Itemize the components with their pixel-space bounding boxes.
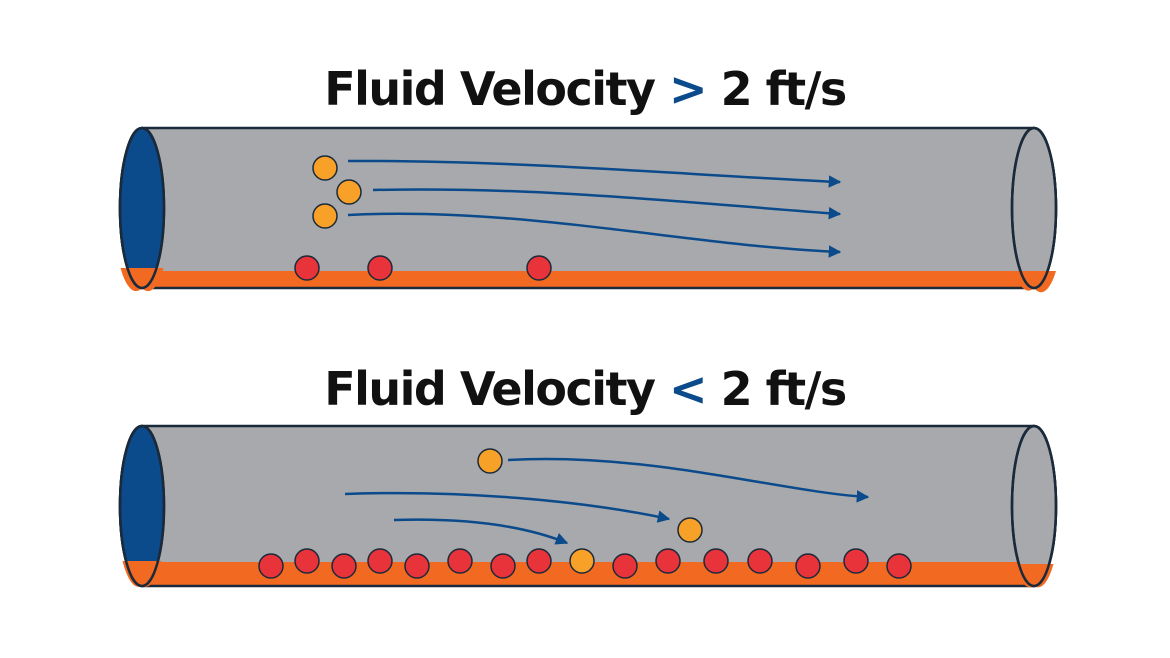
- heavy-particle: [612, 553, 638, 579]
- heavy-particle: [294, 548, 320, 574]
- title-high-velocity: Fluid Velocity > 2 ft/s: [0, 62, 1170, 116]
- light-particle: [677, 517, 703, 543]
- flow-arrow: [393, 518, 569, 545]
- heavy-particle: [886, 553, 912, 579]
- sediment-layer: [120, 271, 1056, 288]
- pipe-high-velocity: [118, 126, 1058, 293]
- light-particle: [477, 448, 503, 474]
- light-particle: [312, 155, 338, 181]
- heavy-particle: [843, 548, 869, 574]
- heavy-particle: [404, 553, 430, 579]
- flow-arrow: [507, 457, 870, 503]
- pipe-low-velocity: [118, 424, 1058, 588]
- heavy-particle: [258, 553, 284, 579]
- heavy-particle: [703, 548, 729, 574]
- pipe-left-end: [118, 126, 166, 292]
- pipe-body: [120, 128, 1056, 288]
- heavy-particle: [367, 255, 393, 281]
- heavy-particle: [747, 548, 773, 574]
- title-low-velocity: Fluid Velocity < 2 ft/s: [0, 362, 1170, 416]
- light-particle: [312, 203, 338, 229]
- pipe-right-end: [1010, 424, 1058, 588]
- less-than-symbol: <: [669, 362, 708, 416]
- heavy-particle: [795, 553, 821, 579]
- heavy-particle: [331, 553, 357, 579]
- heavy-particle: [294, 255, 320, 281]
- greater-than-symbol: >: [669, 62, 708, 116]
- light-particle: [569, 548, 595, 574]
- pipe-right-end: [1010, 126, 1058, 293]
- flow-arrow: [372, 188, 842, 220]
- title-prefix: Fluid Velocity: [324, 62, 656, 116]
- heavy-particle: [490, 553, 516, 579]
- heavy-particle: [367, 548, 393, 574]
- title-suffix: 2 ft/s: [720, 62, 848, 116]
- flow-arrow: [347, 159, 842, 188]
- light-particle: [336, 179, 362, 205]
- heavy-particle: [655, 548, 681, 574]
- flow-arrow: [347, 212, 842, 258]
- pipe-left-end: [118, 424, 166, 588]
- title-prefix: Fluid Velocity: [324, 362, 656, 416]
- title-suffix: 2 ft/s: [720, 362, 848, 416]
- heavy-particle: [447, 548, 473, 574]
- heavy-particle: [526, 255, 552, 281]
- heavy-particle: [526, 548, 552, 574]
- flow-arrow: [344, 491, 671, 523]
